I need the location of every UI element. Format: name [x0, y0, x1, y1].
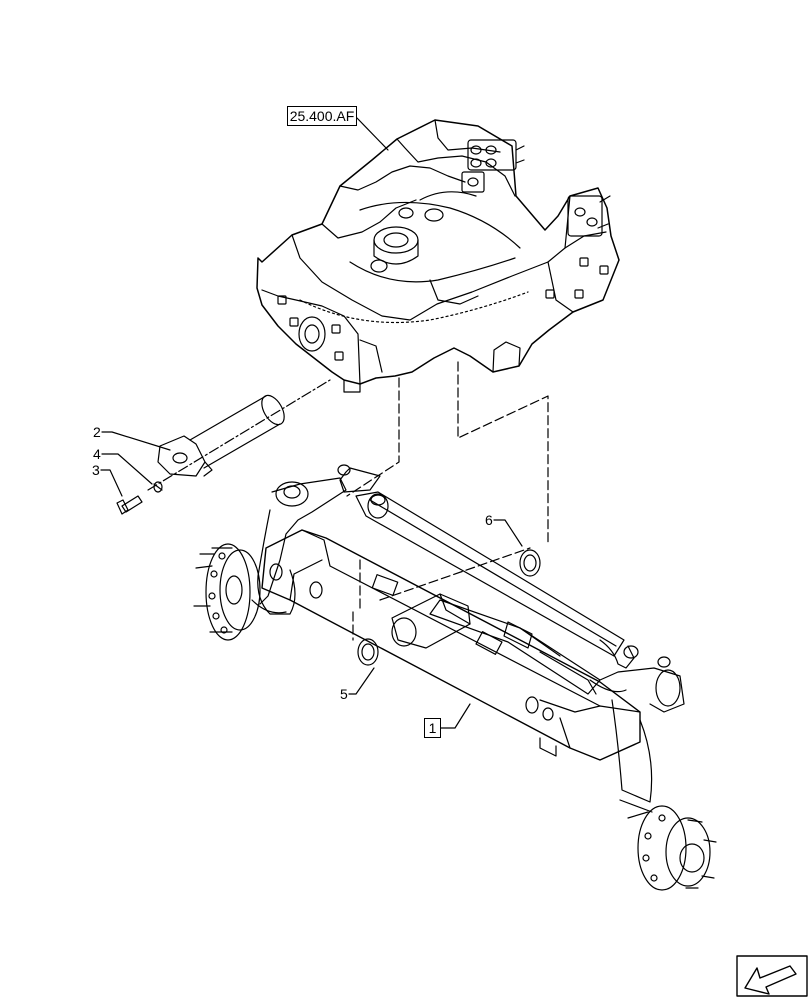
bolt[interactable] — [116, 495, 143, 515]
pin-axis-line — [147, 379, 331, 491]
callout-4-label[interactable]: 4 — [93, 446, 101, 462]
callout-1-label: 1 — [428, 720, 437, 736]
reference-label-text: 25.400.AF — [289, 108, 355, 124]
left-wheel-hub[interactable] — [193, 543, 287, 641]
front-support-frame[interactable] — [256, 119, 620, 393]
arrow-next-page-icon[interactable] — [736, 955, 808, 998]
alignment-lines — [346, 361, 549, 641]
thrust-washer-6[interactable] — [519, 549, 541, 577]
callout-5-label[interactable]: 5 — [340, 686, 348, 702]
callout-6-label[interactable]: 6 — [485, 512, 493, 528]
reference-label-box[interactable]: 25.400.AF — [287, 106, 357, 126]
lock-washer[interactable] — [153, 481, 163, 493]
right-wheel-hub[interactable] — [627, 805, 717, 891]
front-axle-assembly[interactable] — [193, 464, 717, 891]
pivot-pin[interactable] — [157, 392, 289, 477]
reference-leader-line — [356, 117, 389, 151]
callout-2-label[interactable]: 2 — [93, 424, 101, 440]
callout-leaders — [100, 431, 523, 729]
bolt-cluster-right — [461, 139, 611, 237]
callout-1-box[interactable]: 1 — [424, 718, 441, 738]
thrust-washer-5[interactable] — [357, 638, 379, 666]
callout-3-label[interactable]: 3 — [92, 462, 100, 478]
